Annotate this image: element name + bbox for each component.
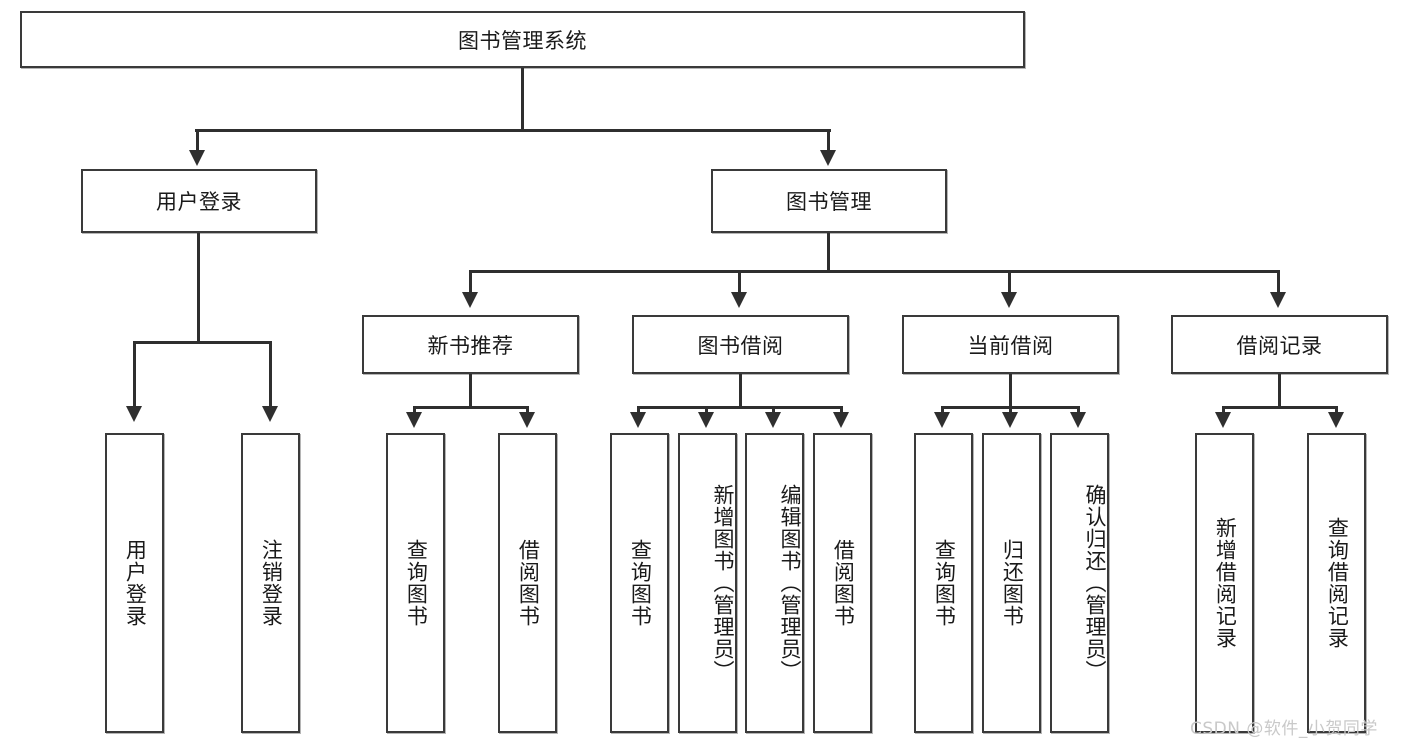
edge-user-login-bus xyxy=(133,341,271,344)
edge-book-mgmt-stem xyxy=(827,233,830,272)
edge-root-stem xyxy=(521,68,524,131)
edge-drop-book-borrow xyxy=(738,270,741,298)
node-label: 查询图书 xyxy=(932,539,957,627)
edge-new-book-bus xyxy=(413,406,529,409)
leaf-query-borrow-record[interactable]: 查询借阅记录 xyxy=(1307,433,1366,733)
node-label: 归还图书 xyxy=(1000,539,1025,627)
leaf-query-book-recommend[interactable]: 查询图书 xyxy=(386,433,445,733)
node-label: 新增图书（管理员） xyxy=(711,484,735,682)
leaf-borrow-book[interactable]: 借阅图书 xyxy=(813,433,872,733)
arrowhead-leaf-borrow-book-2 xyxy=(833,412,849,428)
csdn-watermark: CSDN @软件_小贺同学 xyxy=(1190,714,1378,739)
node-label: 查询图书 xyxy=(404,539,429,627)
node-book-borrow[interactable]: 图书借阅 xyxy=(632,315,849,374)
leaf-add-borrow-record[interactable]: 新增借阅记录 xyxy=(1195,433,1254,733)
node-label: 查询借阅记录 xyxy=(1325,517,1350,649)
edge-new-book-stem xyxy=(469,374,472,408)
node-label: 新书推荐 xyxy=(427,333,514,358)
leaf-add-book-admin[interactable]: 新增图书（管理员） xyxy=(678,433,737,733)
edge-borrow-record-stem xyxy=(1278,374,1281,408)
node-label: 借阅图书 xyxy=(516,539,541,627)
node-borrow-record[interactable]: 借阅记录 xyxy=(1171,315,1388,374)
edge-book-borrow-stem xyxy=(739,374,742,408)
edge-book-mgmt-bus xyxy=(469,270,1279,273)
node-book-management[interactable]: 图书管理 xyxy=(711,169,947,233)
watermark-text: CSDN @软件_小贺同学 xyxy=(1190,719,1378,739)
node-label: 图书借阅 xyxy=(697,333,784,358)
arrowhead-user-login xyxy=(189,150,205,166)
edge-user-login-drop-2 xyxy=(269,341,272,413)
node-label: 新增借阅记录 xyxy=(1213,517,1238,649)
node-user-login[interactable]: 用户登录 xyxy=(81,169,317,233)
arrowhead-leaf-edit-book xyxy=(765,412,781,428)
node-label: 编辑图书（管理员） xyxy=(778,484,802,682)
edge-current-borrow-stem xyxy=(1009,374,1012,408)
edge-drop-new-book xyxy=(469,270,472,298)
edge-book-borrow-bus xyxy=(637,406,843,409)
node-label: 借阅图书 xyxy=(831,539,856,627)
node-label: 图书管理 xyxy=(786,190,872,214)
edge-user-login-drop-1 xyxy=(133,341,136,413)
arrowhead-leaf-return-book xyxy=(1002,412,1018,428)
leaf-query-book-current[interactable]: 查询图书 xyxy=(914,433,973,733)
node-current-borrow[interactable]: 当前借阅 xyxy=(902,315,1119,374)
arrowhead-leaf-borrow-book-1 xyxy=(519,412,535,428)
edge-root-bus xyxy=(195,129,831,132)
node-label: 查询图书 xyxy=(628,539,653,627)
arrowhead-book-borrow xyxy=(731,292,747,308)
arrowhead-leaf-user-login xyxy=(126,406,142,422)
arrowhead-leaf-add-record xyxy=(1215,412,1231,428)
arrowhead-leaf-query-record xyxy=(1328,412,1344,428)
node-label: 用户登录 xyxy=(156,190,242,214)
arrowhead-new-book-recommend xyxy=(462,292,478,308)
arrowhead-borrow-record xyxy=(1270,292,1286,308)
node-label: 借阅记录 xyxy=(1236,333,1323,358)
arrowhead-leaf-query-book-1 xyxy=(406,412,422,428)
leaf-borrow-book-recommend[interactable]: 借阅图书 xyxy=(498,433,557,733)
arrowhead-leaf-query-book-3 xyxy=(934,412,950,428)
edge-drop-current-borrow xyxy=(1008,270,1011,298)
node-label: 用户登录 xyxy=(123,539,148,627)
node-new-book-recommend[interactable]: 新书推荐 xyxy=(362,315,579,374)
leaf-query-book-borrow[interactable]: 查询图书 xyxy=(610,433,669,733)
edge-root-to-book-mgmt xyxy=(827,129,830,157)
arrowhead-book-mgmt xyxy=(820,150,836,166)
node-label: 注销登录 xyxy=(259,539,284,627)
arrowhead-leaf-query-book-2 xyxy=(630,412,646,428)
leaf-confirm-return-admin[interactable]: 确认归还（管理员） xyxy=(1050,433,1109,733)
leaf-user-login[interactable]: 用户登录 xyxy=(105,433,164,733)
edge-user-login-stem xyxy=(197,233,200,343)
edge-root-to-user-login xyxy=(196,129,199,157)
leaf-logout[interactable]: 注销登录 xyxy=(241,433,300,733)
arrowhead-leaf-add-book xyxy=(698,412,714,428)
node-label: 确认归还（管理员） xyxy=(1083,484,1107,682)
node-label: 当前借阅 xyxy=(967,333,1054,358)
leaf-return-book[interactable]: 归还图书 xyxy=(982,433,1041,733)
arrowhead-leaf-confirm-return xyxy=(1070,412,1086,428)
arrowhead-leaf-logout xyxy=(262,406,278,422)
edge-borrow-record-bus xyxy=(1222,406,1338,409)
node-label: 图书管理系统 xyxy=(458,28,587,53)
leaf-edit-book-admin[interactable]: 编辑图书（管理员） xyxy=(745,433,804,733)
arrowhead-current-borrow xyxy=(1001,292,1017,308)
node-root-system[interactable]: 图书管理系统 xyxy=(20,11,1025,68)
edge-drop-borrow-record xyxy=(1277,270,1280,298)
